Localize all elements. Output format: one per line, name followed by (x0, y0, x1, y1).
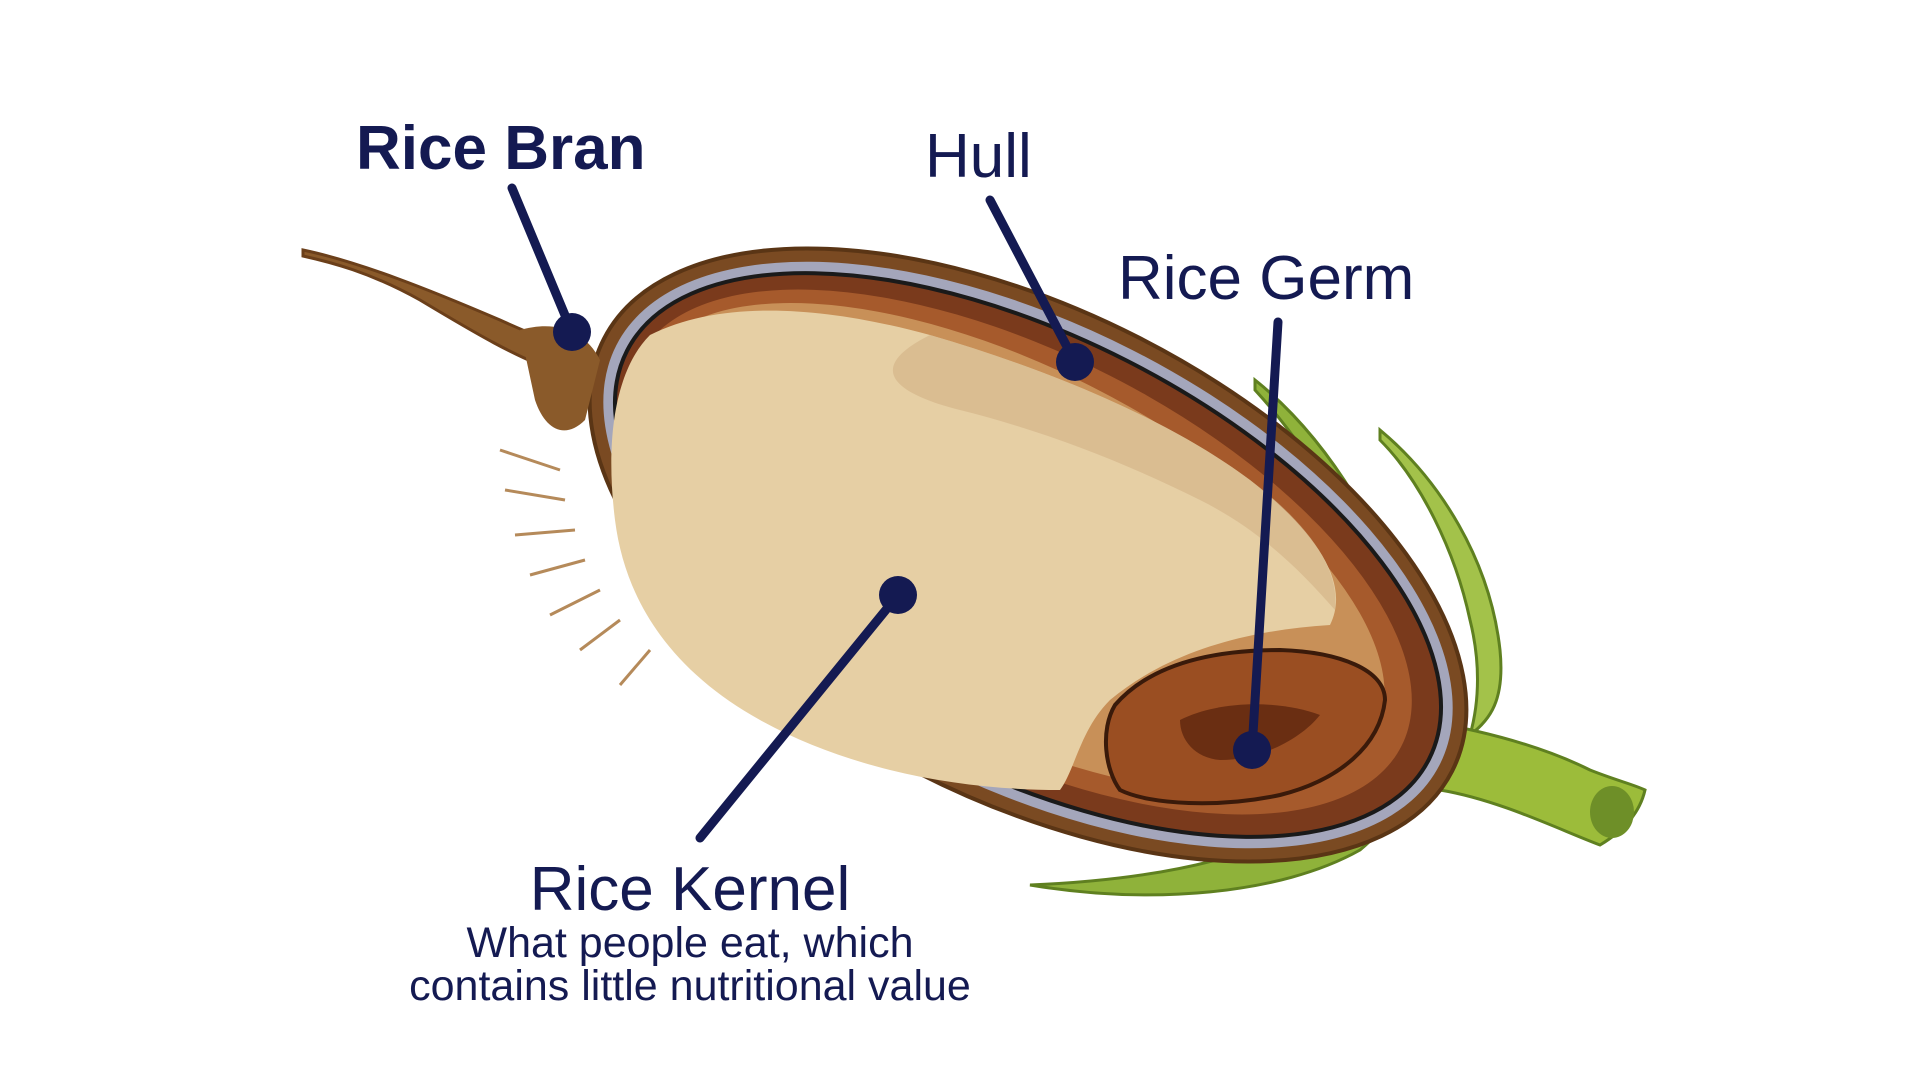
dot-germ (1233, 731, 1271, 769)
label-rice-bran: Rice Bran (356, 118, 645, 180)
label-rice-germ: Rice Germ (1118, 248, 1414, 310)
kernel-description-line2: contains little nutritional value (336, 965, 1044, 1008)
dot-bran (553, 313, 591, 351)
label-hull: Hull (925, 126, 1032, 188)
dot-hull (1056, 343, 1094, 381)
kernel-caption: Rice Kernel What people eat, which conta… (336, 857, 1044, 1008)
dot-kernel (879, 576, 917, 614)
label-rice-kernel: Rice Kernel (336, 857, 1044, 922)
leader-line-bran (512, 188, 572, 332)
kernel-description-line1: What people eat, which (336, 922, 1044, 965)
